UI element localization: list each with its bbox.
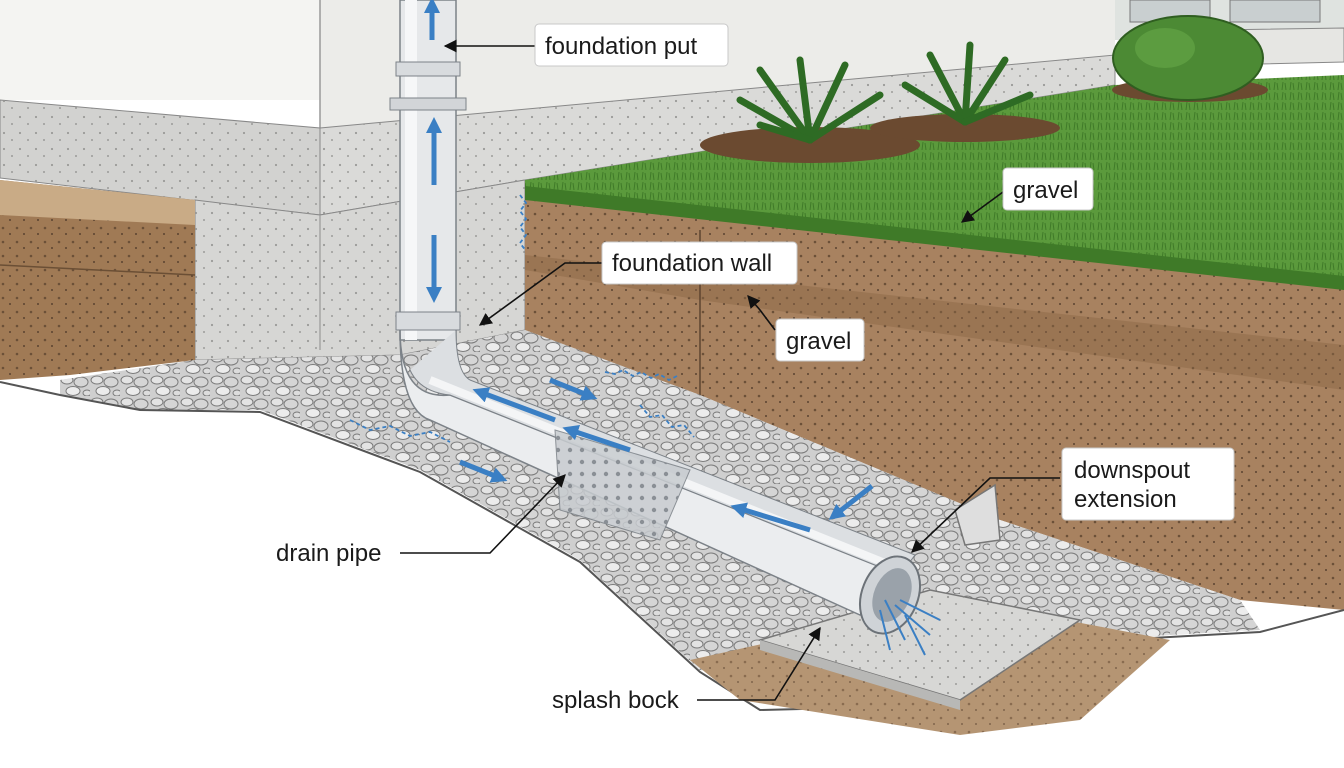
deflector xyxy=(954,483,1001,546)
flow-arrow xyxy=(730,502,811,533)
leader-lines xyxy=(400,39,1060,701)
label-gravel-mid: gravel xyxy=(786,328,851,355)
water-seepage-lines xyxy=(349,194,695,443)
callout-splash-bock: splash bock xyxy=(552,687,680,714)
label-foundation-wall: foundation wall xyxy=(612,250,772,277)
label-gravel-top: gravel xyxy=(1013,177,1078,204)
flow-arrow xyxy=(562,424,631,453)
flow-arrow xyxy=(549,377,598,401)
callout-foundation-put: foundation put xyxy=(534,23,729,67)
lawn xyxy=(525,75,1344,290)
label-foundation-put: foundation put xyxy=(545,33,697,60)
label-drain-pipe: drain pipe xyxy=(276,540,381,567)
label-downspout-line1: downspout xyxy=(1074,457,1190,484)
callout-foundation-wall: foundation wall xyxy=(601,241,798,285)
callout-drain-pipe: drain pipe xyxy=(276,540,381,567)
flow-arrow xyxy=(459,459,508,483)
downspout xyxy=(389,0,467,341)
flow-arrow xyxy=(472,387,556,423)
callout-gravel-top: gravel xyxy=(1002,167,1094,211)
water-flow-arrows xyxy=(423,0,874,533)
flow-arrow xyxy=(828,484,874,520)
callout-gravel-mid: gravel xyxy=(775,318,865,362)
label-downspout-line2: extension xyxy=(1074,486,1177,513)
shrub-plants xyxy=(736,15,1264,144)
foundation-slab xyxy=(0,54,1116,216)
soil-left xyxy=(0,180,196,380)
callout-downspout-extension: downspout extension xyxy=(1061,447,1235,521)
water-splash xyxy=(879,599,941,656)
label-splash-bock: splash bock xyxy=(552,687,680,714)
drain-pipe xyxy=(399,329,921,635)
